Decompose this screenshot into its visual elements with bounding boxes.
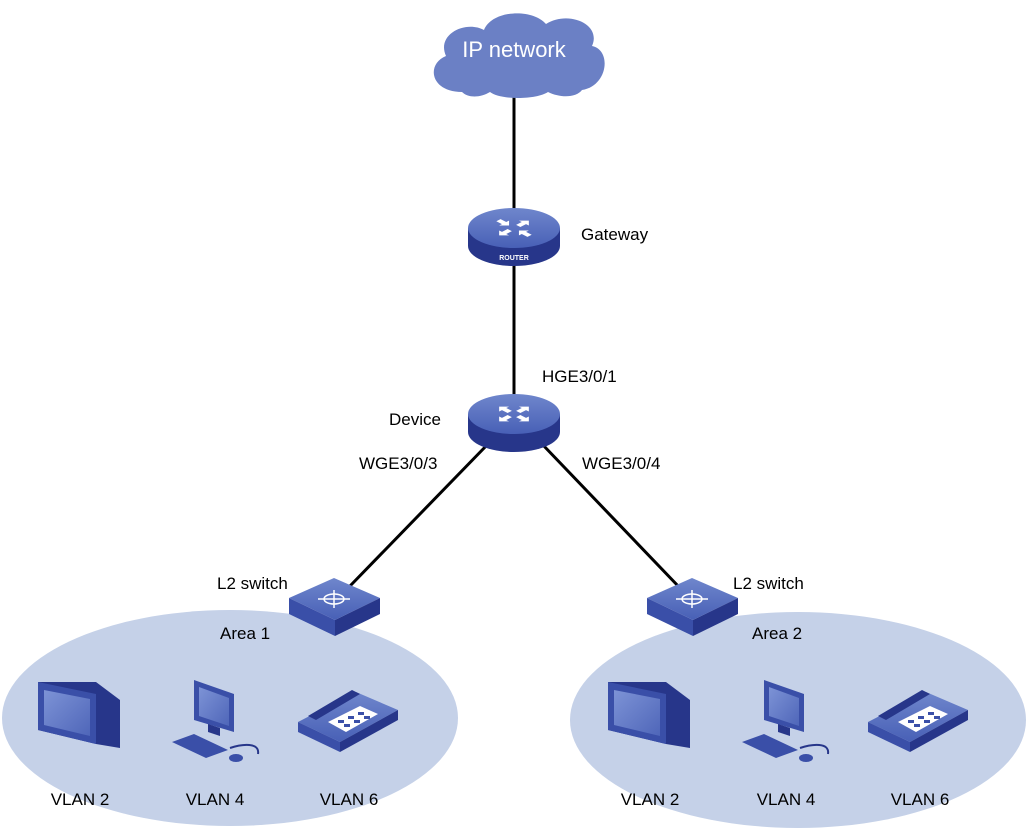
area-1-host-vlan-2: VLAN 2 xyxy=(51,790,110,809)
area-2-host-vlan-6: VLAN 6 xyxy=(891,790,950,809)
pc-icon xyxy=(172,680,260,762)
area-1-switch-label: L2 switch xyxy=(217,574,288,593)
monitor-icon xyxy=(608,682,690,748)
area-2-host-vlan-4: VLAN 4 xyxy=(757,790,816,809)
area-1-host-vlan-6: VLAN 6 xyxy=(320,790,379,809)
phone-icon xyxy=(298,690,398,752)
port-hge3-0-1: HGE3/0/1 xyxy=(542,367,617,386)
area-1-host-vlan-4: VLAN 4 xyxy=(186,790,245,809)
cloud-label: IP network xyxy=(462,37,567,62)
port-wge3-0-4: WGE3/0/4 xyxy=(582,454,660,473)
gateway-router: ROUTER xyxy=(468,208,560,266)
ip-network-cloud: IP network xyxy=(433,13,605,98)
area-1-label: Area 1 xyxy=(220,624,270,643)
l2-switch-1 xyxy=(289,578,380,636)
monitor-icon xyxy=(38,682,120,748)
l2-switch-2 xyxy=(647,578,738,636)
gateway-label: Gateway xyxy=(581,225,649,244)
router-badge: ROUTER xyxy=(499,255,529,262)
area-2-switch-label: L2 switch xyxy=(733,574,804,593)
area-2-label: Area 2 xyxy=(752,624,802,643)
link-device-switch-2 xyxy=(540,442,682,590)
pc-icon xyxy=(742,680,830,762)
phone-icon xyxy=(868,690,968,752)
area-2-host-vlan-2: VLAN 2 xyxy=(621,790,680,809)
link-device-switch-1 xyxy=(348,442,490,588)
device-label: Device xyxy=(389,410,441,429)
port-wge3-0-3: WGE3/0/3 xyxy=(359,454,437,473)
device-switch xyxy=(468,394,560,452)
